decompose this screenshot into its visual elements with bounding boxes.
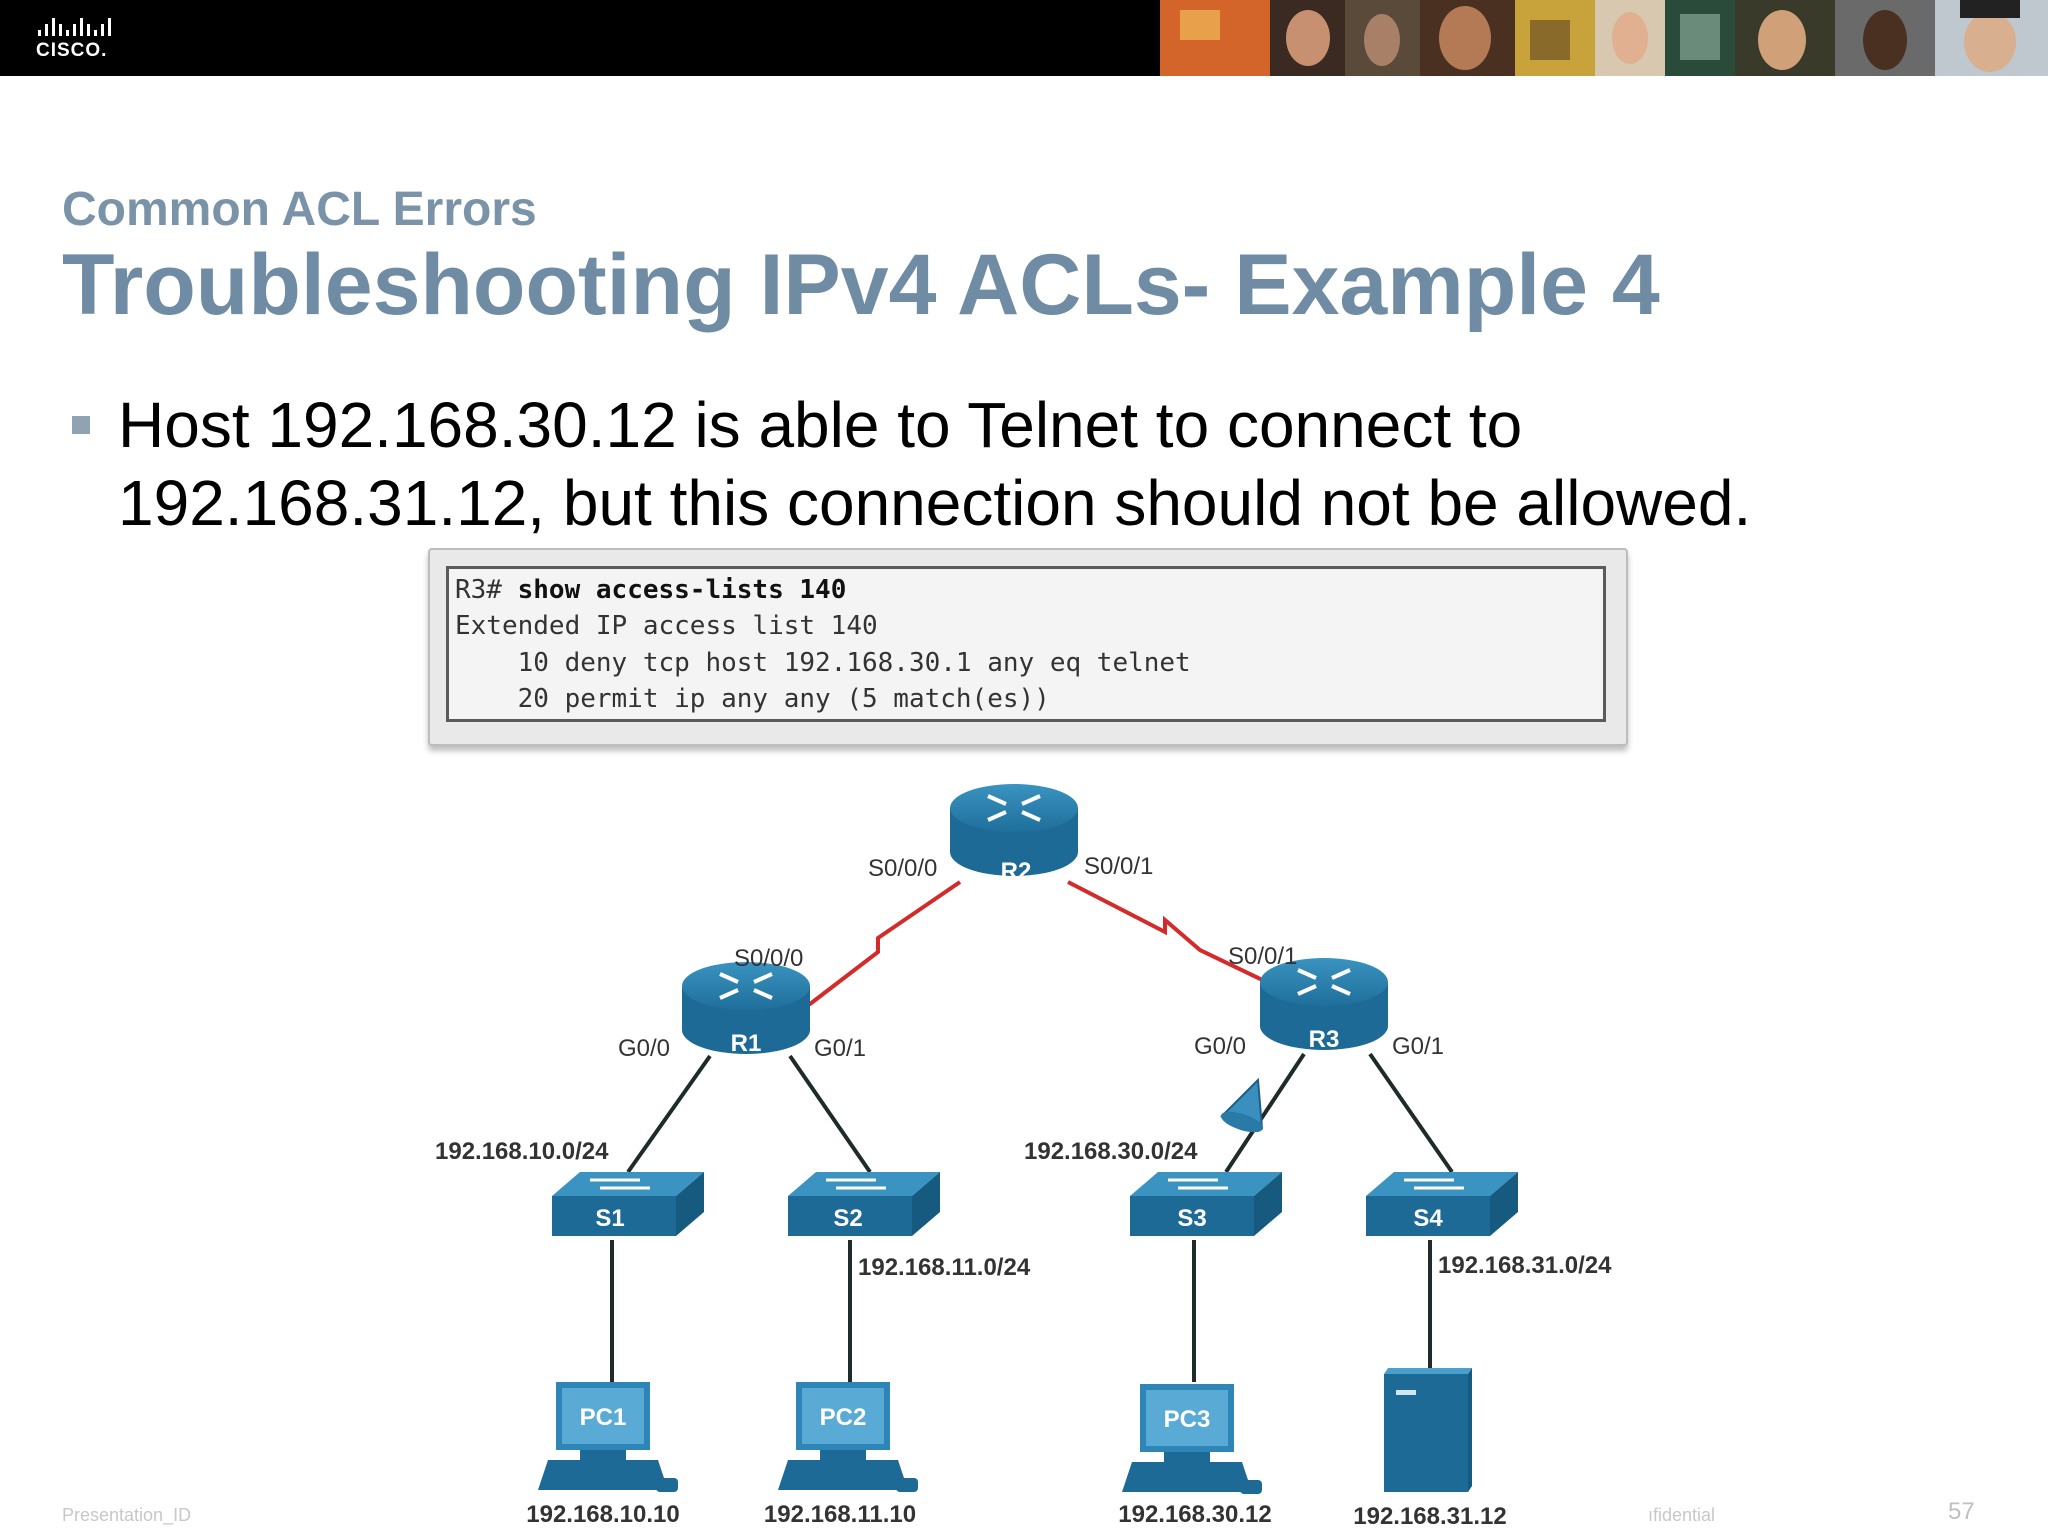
slide-title: Troubleshooting IPv4 ACLs- Example 4	[62, 237, 1660, 333]
terminal-command-line: R3# show access-lists 140	[455, 575, 846, 605]
pc3-ip-label: 192.168.30.12	[1118, 1501, 1271, 1528]
link-r1-s2	[788, 1054, 872, 1174]
switch-arrows-icon	[590, 1178, 650, 1190]
logo-wordmark: CISCO.	[36, 40, 108, 61]
link-r3-s4	[1368, 1052, 1454, 1174]
bullet-text: Host 192.168.30.12 is able to Telnet to …	[118, 386, 1918, 542]
footer-confidential: ıfidential	[1648, 1505, 1716, 1525]
pc3-label: PC3	[1164, 1406, 1211, 1433]
link-r3-s3	[1224, 1052, 1306, 1174]
switch-s4: S4	[1366, 1172, 1518, 1236]
pc1-ip-label: 192.168.10.10	[526, 1501, 679, 1528]
r1-g01-label: G0/1	[814, 1035, 866, 1062]
pc2-ip-label: 192.168.11.10	[764, 1501, 916, 1528]
bullet-line-2: 192.168.31.12, but this connection shoul…	[118, 467, 1752, 539]
pc1-label: PC1	[580, 1404, 627, 1431]
router-r3-label: R3	[1309, 1026, 1340, 1053]
switch-s2: S2	[788, 1172, 940, 1236]
router-r3: R3	[1260, 958, 1388, 1053]
people-photo-strip	[1160, 0, 2048, 76]
switch-s2-label: S2	[833, 1205, 862, 1232]
switch-arrows-icon	[1168, 1178, 1228, 1190]
pc3-computer-icon: PC3	[1122, 1384, 1262, 1494]
switch-s1: S1	[552, 1172, 704, 1236]
router-arrows-icon	[1297, 968, 1351, 996]
pc2-computer-icon: PC2	[778, 1382, 918, 1492]
serial-link-r2-r3	[1067, 880, 1305, 1002]
terminal-output-box: R3# show access-lists 140 Extended IP ac…	[428, 548, 1628, 746]
r1-g00-label: G0/0	[618, 1035, 670, 1062]
terminal-line: 10 deny tcp host 192.168.30.1 any eq tel…	[455, 648, 1191, 678]
r2-s001-label: S0/0/1	[1084, 853, 1153, 880]
network-31-label: 192.168.31.0/24	[1438, 1252, 1612, 1279]
router-arrows-icon	[719, 972, 773, 1000]
r3-g01-label: G0/1	[1392, 1033, 1444, 1060]
network-10-label: 192.168.10.0/24	[435, 1138, 609, 1165]
router-r1-label: R1	[731, 1030, 762, 1057]
pc2-label: PC2	[820, 1404, 867, 1431]
router-arrows-icon	[987, 794, 1041, 822]
bullet-line-1: Host 192.168.30.12 is able to Telnet to …	[118, 389, 1523, 461]
pc1-computer-icon: PC1	[538, 1382, 678, 1492]
acl-direction-cone-icon	[1220, 1077, 1264, 1133]
switch-arrows-icon	[826, 1178, 886, 1190]
server-ip-label: 192.168.31.12	[1353, 1503, 1506, 1530]
footer-presentation-id: Presentation_ID	[62, 1505, 192, 1525]
server-icon	[1384, 1368, 1472, 1492]
cisco-logo-icon	[38, 18, 111, 36]
r3-s001-label: S0/0/1	[1228, 943, 1297, 970]
switch-s4-label: S4	[1413, 1205, 1443, 1232]
network-topology-diagram: R2 R1 R3 S1 S2	[435, 784, 1612, 1530]
switch-s3: S3	[1130, 1172, 1282, 1236]
bullet-marker	[72, 416, 90, 434]
page-number: 57	[1948, 1498, 1975, 1525]
network-30-label: 192.168.30.0/24	[1024, 1138, 1198, 1165]
router-r2-label: R2	[1001, 858, 1032, 885]
terminal-line: 20 permit ip any any (5 match(es))	[455, 684, 1050, 714]
terminal-command: show access-lists 140	[517, 575, 847, 605]
r3-g00-label: G0/0	[1194, 1033, 1246, 1060]
header-bar: CISCO.	[0, 0, 2048, 76]
terminal-prompt: R3#	[455, 575, 502, 605]
switch-arrows-icon	[1404, 1178, 1464, 1190]
router-r2: R2	[950, 784, 1078, 885]
router-r1: R1	[682, 962, 810, 1057]
link-r1-s1	[626, 1054, 712, 1174]
r2-s000-label: S0/0/0	[868, 855, 937, 882]
network-11-label: 192.168.11.0/24	[858, 1254, 1031, 1281]
r1-s000-label: S0/0/0	[734, 945, 803, 972]
terminal-line: Extended IP access list 140	[455, 611, 878, 641]
terminal-output-panel: R3# show access-lists 140 Extended IP ac…	[446, 566, 1606, 722]
switch-s1-label: S1	[595, 1205, 624, 1232]
slide-subtitle: Common ACL Errors	[62, 183, 537, 236]
switch-s3-label: S3	[1177, 1205, 1206, 1232]
